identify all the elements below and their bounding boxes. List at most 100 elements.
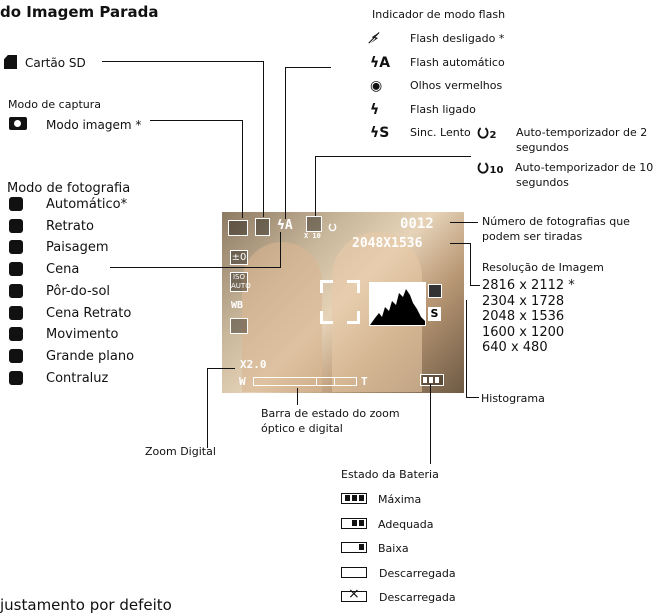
digital-zoom-osd: X2.0 (240, 358, 267, 371)
flash-osd-icon: ϟA (277, 218, 293, 233)
iso-bottom: AUTO (231, 282, 251, 290)
footer-text: justamento por defeito (0, 596, 172, 614)
resolution-osd: 2048X1536 (352, 236, 423, 251)
self-timer-2-icon: ပ2 (477, 119, 497, 144)
photo-mode-label: Cena Retrato (46, 305, 132, 321)
leader-res (450, 243, 470, 244)
histogram-label: Histograma (481, 392, 545, 405)
flash-mode-label: Flash ligado (410, 102, 476, 116)
portrait-icon (9, 218, 23, 233)
flash-mode-label: Flash desligado * (410, 32, 505, 45)
battery-level-label: Máxima (378, 493, 422, 506)
backlight-icon (9, 370, 23, 385)
leader-sd (102, 61, 264, 62)
night-portrait-icon (9, 305, 23, 320)
photo-mode-label: Cena (46, 262, 80, 278)
flash-mode-label: Olhos vermelhos (410, 79, 503, 92)
zoom-bar (253, 377, 357, 386)
battery-level-label: Descarregada (379, 591, 456, 604)
flash-heading: Indicador de modo flash (372, 8, 506, 21)
iso-top: ISO (232, 273, 246, 281)
battery-bar (352, 495, 357, 501)
flash-mode-label: Sinc. Lento (410, 126, 471, 139)
zoom-bar-label-2: óptico e digital (261, 422, 343, 435)
sport-icon (9, 327, 23, 342)
page-title: do Imagem Parada (0, 3, 159, 21)
leader-shots (450, 222, 478, 223)
resolution-item: 1600 x 1200 (482, 324, 565, 340)
photo-mode-osd-icon (306, 216, 322, 232)
battery-level-label: Baixa (378, 542, 409, 555)
battery-bar (359, 495, 364, 501)
battery-level-icon (341, 542, 367, 553)
leader-zoom-bar (297, 388, 298, 405)
quality-osd: S (428, 307, 441, 321)
leader-timer-v (315, 156, 316, 216)
ev-osd: ±0 (230, 250, 248, 265)
battery-level-icon: × (341, 587, 367, 602)
self-timer-10-icon: ပ10 (477, 154, 504, 179)
digital-zoom-label: Zoom Digital (145, 445, 216, 458)
leader-capture (150, 120, 243, 121)
leader-digital-zoom-v (207, 368, 208, 448)
photo-mode-label: Pôr-do-sol (46, 283, 111, 299)
zoom-t-label: T (361, 375, 368, 388)
resolution-item: 2816 x 2112 * (482, 278, 575, 293)
battery-level-icon (341, 566, 367, 578)
white-balance-osd: WB (231, 300, 244, 311)
zoom-w-label: W (239, 375, 246, 388)
flash-auto-icon: ϟA (370, 54, 391, 71)
self-timer-osd-icon: ပ (328, 217, 337, 235)
battery-bar (352, 519, 357, 526)
capture-mode-heading: Modo de captura (8, 98, 101, 111)
battery-level-label: Descarregada (379, 566, 456, 580)
self-timer-2-label-2: segundos (516, 141, 569, 154)
resolution-item: 2048 x 1536 (482, 309, 565, 324)
battery-empty-cross: × (348, 586, 360, 602)
landscape-icon (9, 240, 23, 255)
leader-capture-v (242, 120, 243, 218)
leader-res-v (470, 243, 471, 285)
sd-card-osd-icon (255, 218, 270, 236)
leader-flash-v (285, 67, 286, 219)
photo-mode-heading: Modo de fotografia (7, 181, 131, 196)
battery-bar (359, 544, 364, 550)
histogram-graph (370, 289, 425, 325)
red-eye-icon: ◉ (370, 78, 383, 94)
sharpness-osd-icon (428, 284, 442, 298)
self-timer-10-label: Auto-temporizador de 10 (515, 161, 654, 174)
flash-off-icon: ⚡̸ (370, 31, 380, 47)
battery-bar (345, 495, 350, 501)
shot-count: 0012 (400, 216, 434, 232)
photo-mode-label: Automático* (46, 197, 128, 212)
slow-sync-icon: ϟS (370, 125, 390, 141)
flash-mode-label: Flash automático (410, 55, 505, 69)
photo-mode-label: Movimento (46, 327, 119, 343)
metering-osd-icon (230, 318, 248, 334)
battery-heading: Estado da Bateria (341, 468, 439, 481)
capture-mode-osd-icon (228, 220, 248, 236)
shots-label-2: podem ser tiradas (482, 230, 583, 243)
leader-sd-v (263, 61, 264, 217)
leader-digital-zoom-h (207, 368, 235, 369)
leader-res-h2 (470, 285, 480, 286)
sd-card-icon (4, 55, 17, 69)
leader-hist-h (466, 397, 479, 398)
self-timer-2-label: Auto-temporizador de 2 (516, 126, 648, 139)
auto-mode-icon (9, 197, 23, 211)
resolution-heading: Resolução de Imagem (482, 261, 604, 274)
battery-bar (359, 519, 364, 526)
zoom-bar-label-1: Barra de estado do zoom (261, 407, 400, 420)
battery-level-icon (341, 517, 367, 529)
leader-hist-v (466, 300, 467, 398)
macro-icon (9, 348, 23, 363)
shots-label-1: Número de fotografias que (482, 215, 630, 228)
leader-battery (430, 384, 431, 464)
focus-frame (320, 280, 360, 324)
resolution-item: 2304 x 1728 (482, 293, 565, 309)
self-timer-10-label-2: segundos (516, 176, 569, 189)
battery-level-icon (341, 493, 367, 504)
photo-mode-label: Contraluz (46, 370, 109, 386)
photo-mode-label: Paisagem (46, 240, 109, 256)
